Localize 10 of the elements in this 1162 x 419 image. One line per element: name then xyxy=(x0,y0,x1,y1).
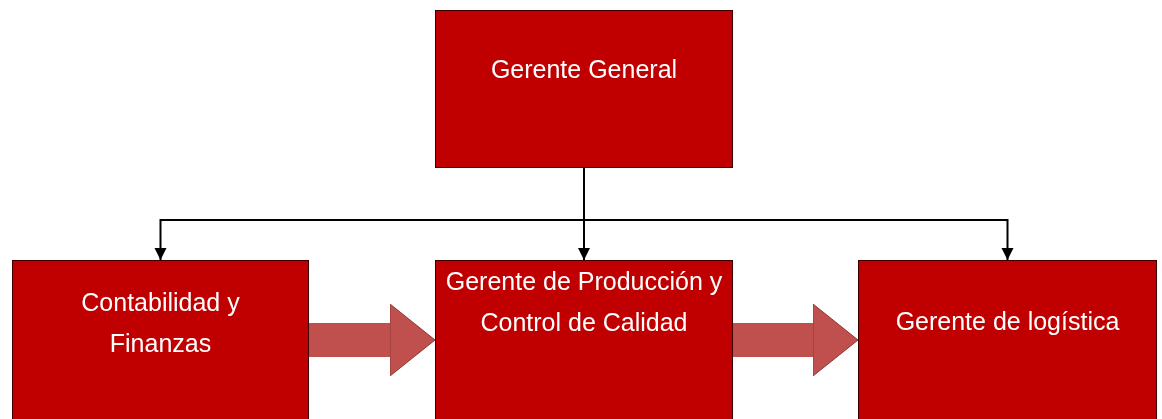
org-box xyxy=(12,260,309,419)
role-title: Gerente de Producción y Control de Calidad xyxy=(444,266,724,338)
role-title: Gerente de logística xyxy=(895,306,1120,337)
org-box xyxy=(435,10,733,168)
block-arrow xyxy=(309,303,436,377)
org-box xyxy=(858,260,1157,419)
block-arrow xyxy=(733,303,859,377)
role-title: Contabilidad y Finanzas xyxy=(80,287,241,359)
org-box xyxy=(435,260,733,419)
role-title: Gerente General xyxy=(490,54,678,85)
